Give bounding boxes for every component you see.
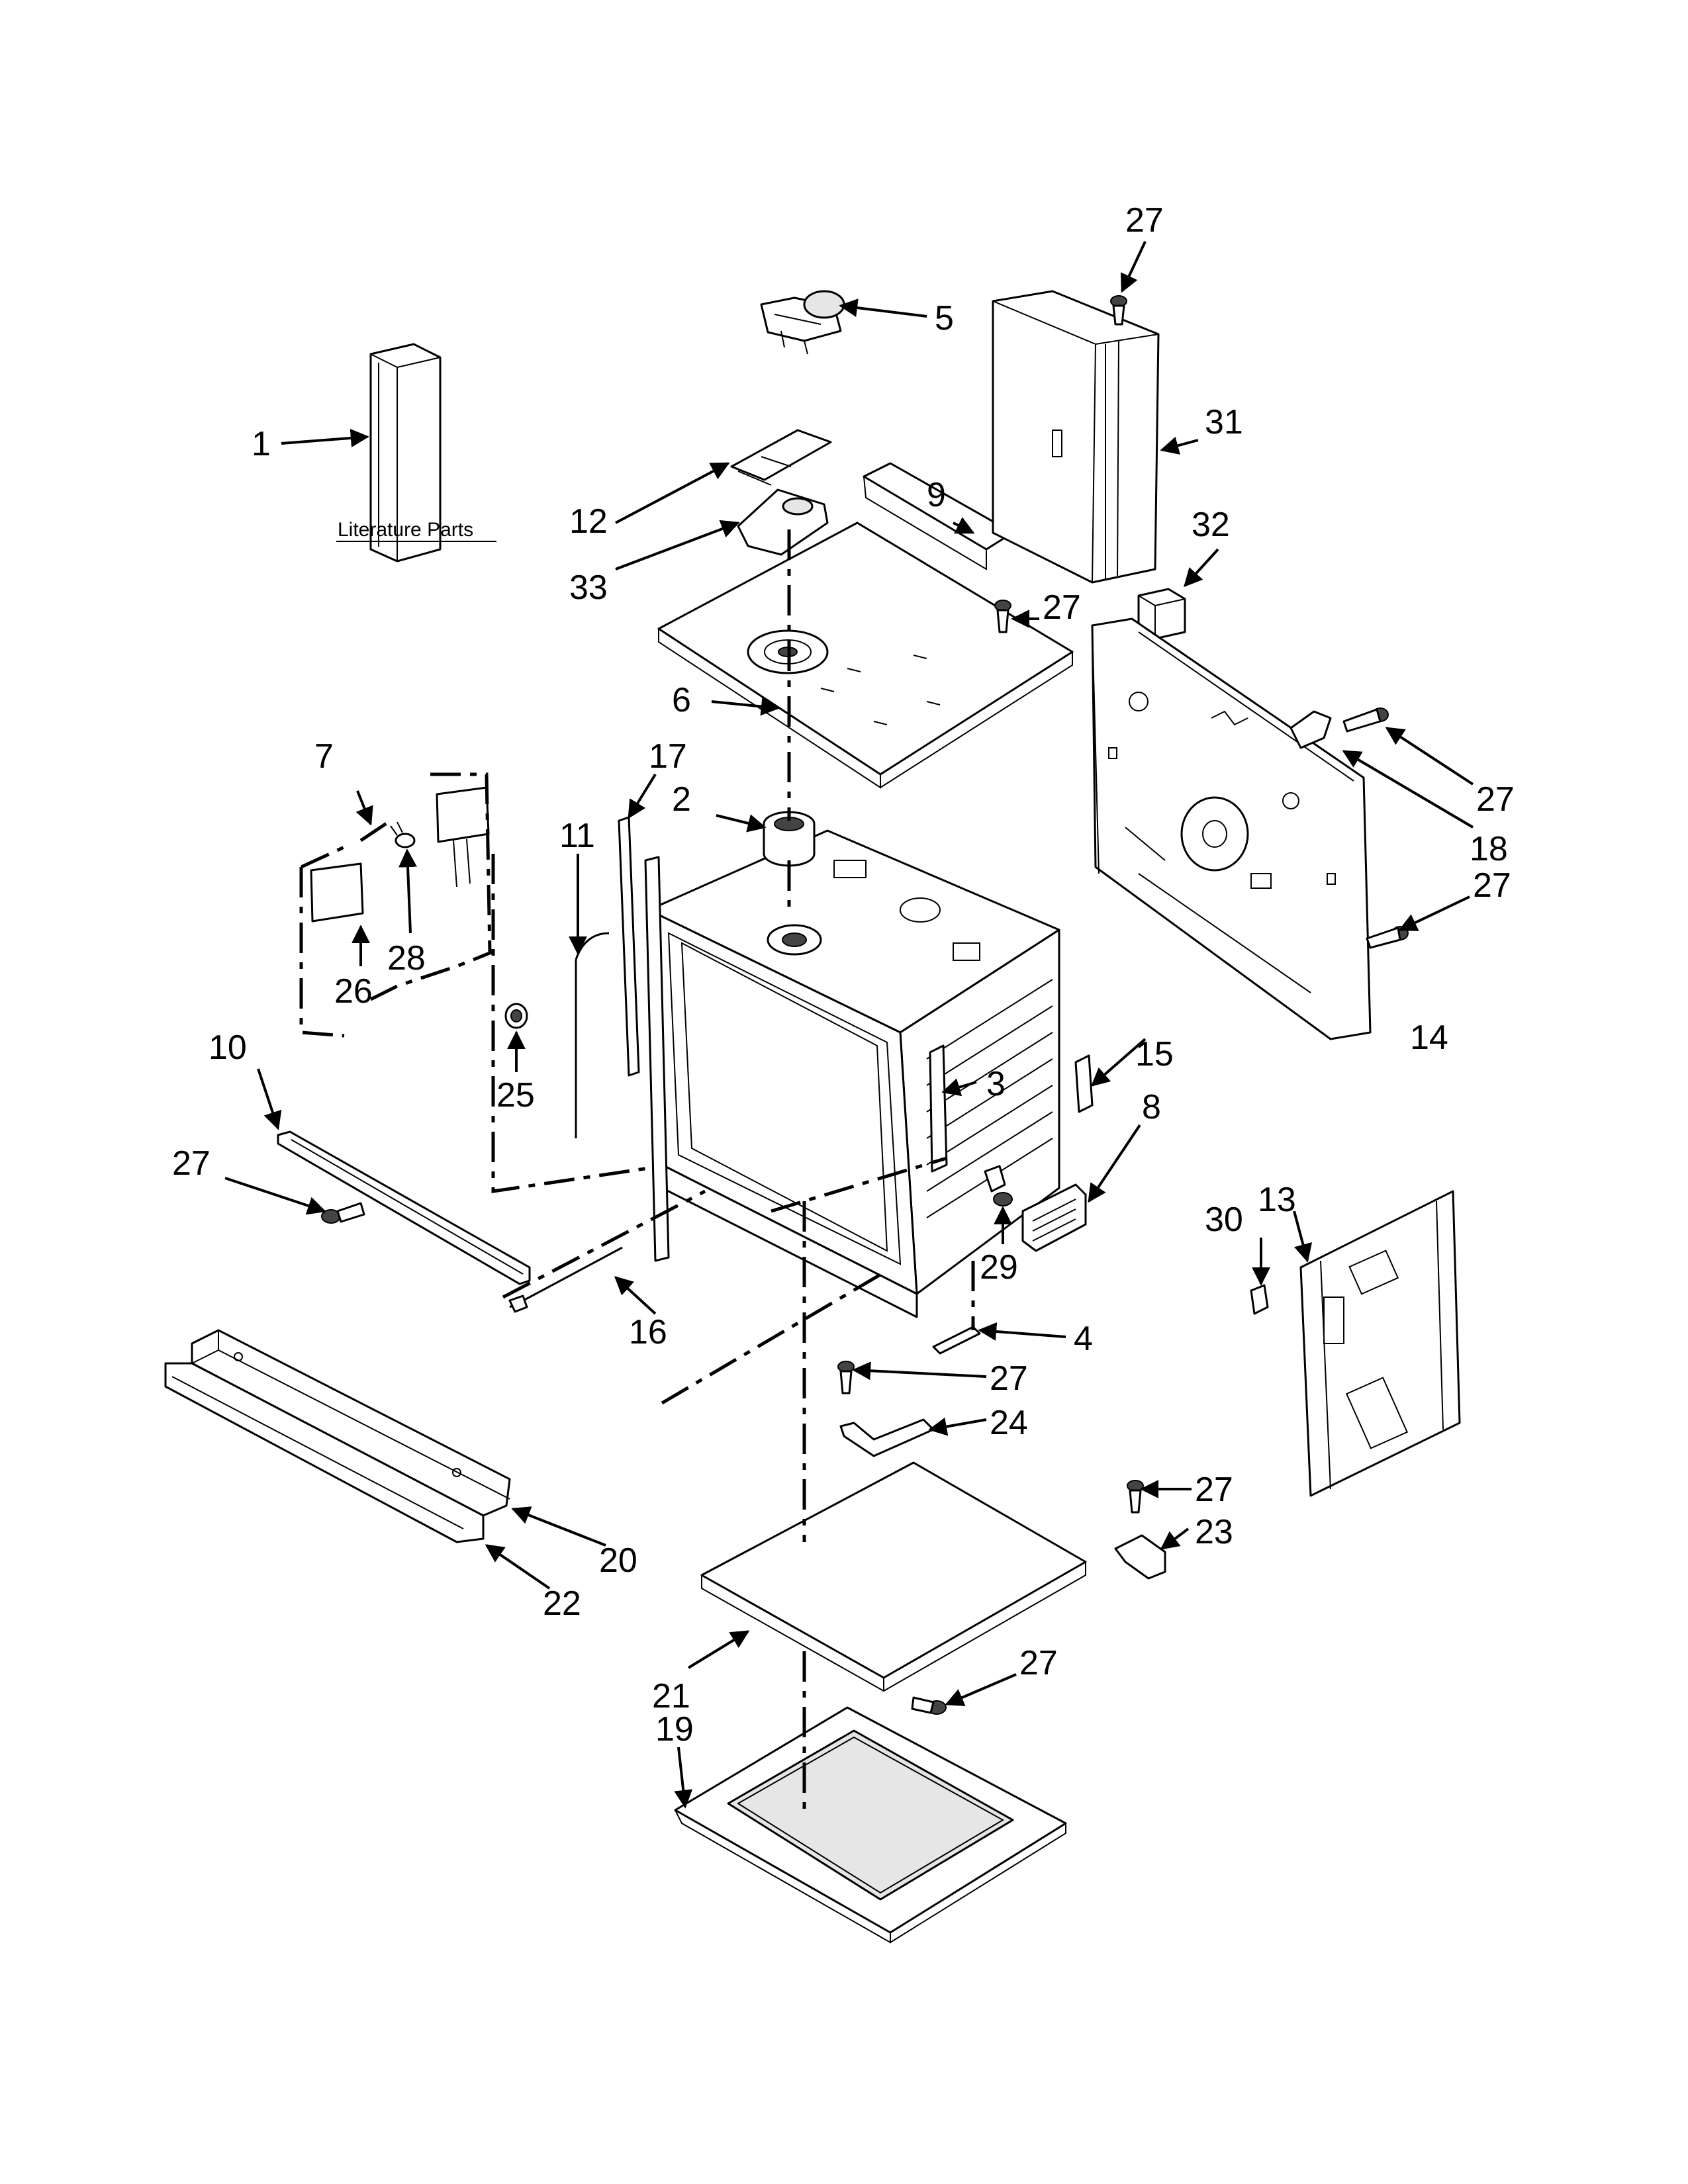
callout-10: 10 xyxy=(209,1028,247,1067)
part-24-bracket xyxy=(839,1418,935,1457)
callout-21: 21 xyxy=(652,1677,690,1715)
callout-2: 2 xyxy=(672,780,691,819)
part-14-rear-panel xyxy=(1091,617,1372,1040)
callout-11: 11 xyxy=(559,817,595,855)
part-28-plug xyxy=(395,833,416,848)
callout-19: 19 xyxy=(655,1710,694,1749)
part-4-hinge-bar xyxy=(932,1326,981,1355)
callout-27-near-9: 27 xyxy=(1043,588,1081,627)
callout-22: 22 xyxy=(543,1584,581,1623)
screw-near-9 xyxy=(994,600,1011,633)
callout-27-rear-lower: 27 xyxy=(1473,866,1511,905)
callout-3: 3 xyxy=(986,1065,1006,1103)
callout-16: 16 xyxy=(629,1313,667,1351)
oven-cavity xyxy=(647,829,1060,1318)
callout-25: 25 xyxy=(496,1076,535,1115)
part-19-floor-pan xyxy=(674,1706,1067,1944)
part-11-sensor-rod xyxy=(575,932,610,1138)
screw-23 xyxy=(1127,1480,1144,1514)
callout-27-rear-upper: 27 xyxy=(1476,780,1515,819)
part-29-screw xyxy=(984,1165,1013,1206)
callout-9: 9 xyxy=(927,476,946,514)
callout-32: 32 xyxy=(1192,506,1230,544)
callout-33: 33 xyxy=(569,569,608,607)
screw-24 xyxy=(837,1361,855,1394)
callout-15: 15 xyxy=(1135,1035,1174,1073)
part-26-card xyxy=(310,862,364,923)
part-21-bottom-panel xyxy=(700,1461,1087,1692)
callout-27-rail: 27 xyxy=(172,1144,211,1183)
part-15-bracket xyxy=(1074,1054,1094,1113)
callout-7: 7 xyxy=(314,737,334,776)
callout-5: 5 xyxy=(935,299,954,338)
callout-17: 17 xyxy=(649,737,687,776)
part-12-bracket xyxy=(730,429,832,486)
part-33-bracket xyxy=(737,488,829,556)
callout-20: 20 xyxy=(599,1541,637,1580)
screw-21 xyxy=(911,1696,947,1715)
callout-31: 31 xyxy=(1205,403,1243,441)
front-frame-strip xyxy=(644,856,670,1262)
callout-14: 14 xyxy=(1410,1019,1448,1057)
callout-arrows xyxy=(224,241,1474,1809)
screw-group xyxy=(321,295,1409,1715)
part-18-bracket xyxy=(1289,710,1332,749)
part-22-rail xyxy=(164,1362,485,1543)
callout-27-bracket-24: 27 xyxy=(990,1359,1028,1398)
literature-parts-label: Literature Parts xyxy=(338,519,473,541)
screw-rear-upper xyxy=(1342,707,1389,733)
callout-27-top: 27 xyxy=(1125,201,1164,240)
part-8-filter xyxy=(1021,1183,1087,1252)
callout-12: 12 xyxy=(569,502,608,541)
part-5-valve-assembly xyxy=(760,290,845,355)
callout-28: 28 xyxy=(387,939,426,978)
callout-4: 4 xyxy=(1074,1320,1093,1358)
callout-27-bottom: 27 xyxy=(1019,1644,1058,1682)
screw-rail xyxy=(321,1202,365,1224)
callout-27-bracket-23: 27 xyxy=(1195,1471,1233,1509)
part-7-kit xyxy=(299,772,492,1038)
callout-8: 8 xyxy=(1142,1088,1161,1126)
part-17-rod xyxy=(618,816,640,1077)
callout-30: 30 xyxy=(1205,1201,1243,1239)
screw-top-right xyxy=(1110,295,1127,326)
alignment-lines xyxy=(491,529,975,1810)
callout-labels: 1 2 3 4 5 6 7 8 9 10 11 12 13 14 15 16 1… xyxy=(172,201,1515,1749)
callout-29: 29 xyxy=(980,1248,1018,1287)
part-23-bracket xyxy=(1114,1534,1166,1580)
callout-18: 18 xyxy=(1470,830,1508,868)
callout-13: 13 xyxy=(1258,1181,1296,1219)
part-10-front-rail xyxy=(277,1130,531,1285)
callout-6: 6 xyxy=(672,681,691,719)
literature-parts-booklet xyxy=(369,343,442,563)
callout-26: 26 xyxy=(334,972,373,1011)
part-25-knob xyxy=(504,1003,528,1029)
part-30-clip xyxy=(1250,1284,1269,1315)
callout-24: 24 xyxy=(990,1404,1028,1442)
part-6-top-panel xyxy=(657,522,1074,789)
callout-23: 23 xyxy=(1195,1513,1233,1551)
part-7-card xyxy=(436,786,490,843)
part-13-side-panel xyxy=(1299,1190,1461,1497)
part-3-side-bracket xyxy=(929,1044,948,1173)
part-16-wire xyxy=(508,1246,623,1313)
part-31-cover-panel xyxy=(992,290,1160,584)
callout-1: 1 xyxy=(252,425,271,463)
